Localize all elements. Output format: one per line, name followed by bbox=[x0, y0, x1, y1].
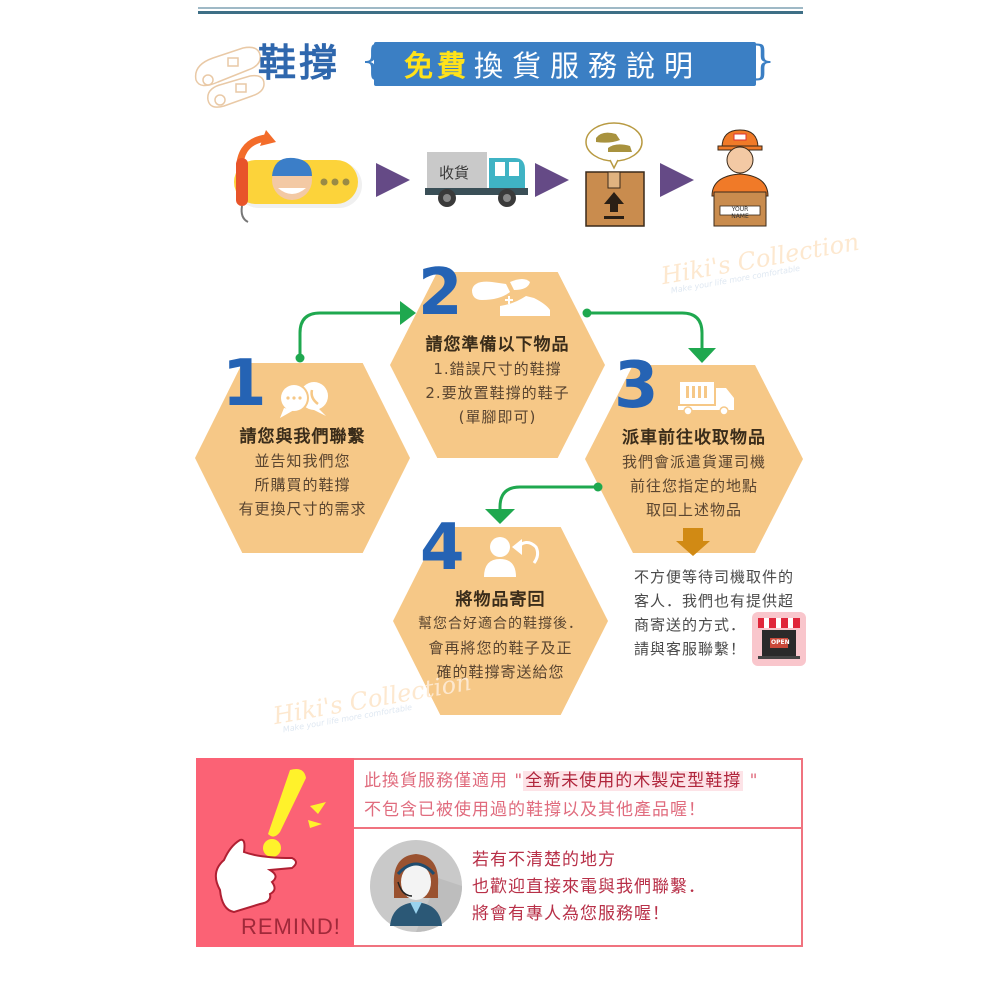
courier-box-label: YOUR NAME bbox=[731, 206, 749, 220]
note-line-1: 不方便等待司機取件的 bbox=[634, 568, 795, 586]
title-banner: 免費 換貨服務說明 bbox=[374, 42, 756, 86]
courier-icon: YOUR NAME bbox=[706, 126, 774, 228]
step-4-hexagon bbox=[393, 527, 608, 715]
step-2-text: 請您準備以下物品 1.錯誤尺寸的鞋撐 2.要放置鞋撐的鞋子 (單腳即可) bbox=[390, 333, 605, 429]
package-icon bbox=[585, 122, 645, 227]
remind-prefix: 此換貨服務僅適用 " bbox=[364, 771, 524, 791]
connector-2-to-3 bbox=[587, 311, 704, 348]
step-3-line-1: 我們會派遣貨運司機 bbox=[621, 453, 766, 471]
connector-1-to-2 bbox=[298, 311, 402, 358]
remind-label: REMIND! bbox=[241, 914, 341, 939]
courier-figure-icon bbox=[711, 129, 769, 227]
return-user-icon bbox=[484, 537, 540, 577]
note-line-2: 客人．我們也有提供超 bbox=[634, 592, 795, 610]
step-1-line-1: 並告知我們您 bbox=[254, 452, 351, 470]
top-rule-dark bbox=[198, 11, 803, 14]
step-4-line-3: 確的鞋撐寄送給您 bbox=[436, 663, 565, 681]
step-3-line-2: 前往您指定的地點 bbox=[629, 477, 758, 495]
step-1-line-2: 所購買的鞋撐 bbox=[254, 476, 351, 494]
step-1-title: 請您與我們聯繫 bbox=[239, 427, 366, 447]
pickup-truck-icon: 收貨 bbox=[425, 150, 528, 212]
delivery-truck-icon bbox=[678, 382, 734, 416]
convenience-store-icon: OPEN bbox=[752, 612, 806, 666]
step-1-number: 1 bbox=[222, 347, 267, 421]
remind-highlight: 全新未使用的木製定型鞋撐 bbox=[523, 771, 744, 791]
contact-line-2: 也歡迎直接來電與我們聯繫． bbox=[472, 877, 706, 897]
remind-suffix: " bbox=[743, 771, 759, 791]
step-3-number: 3 bbox=[614, 349, 659, 423]
step-3-title: 派車前往收取物品 bbox=[622, 428, 766, 448]
step-4-line-1: 幫您合好適合的鞋撐後． bbox=[418, 616, 583, 632]
page-title: 鞋撐 bbox=[258, 41, 341, 85]
flow-arrow-2 bbox=[535, 163, 569, 197]
top-rule-light bbox=[198, 7, 803, 9]
step-2-line-3: (單腳即可) bbox=[458, 408, 537, 426]
remind-divider bbox=[354, 827, 803, 829]
banner-subtitle: 換貨服務說明 bbox=[474, 49, 703, 83]
step-1-text: 請您與我們聯繫 並告知我們您 所購買的鞋撐 有更換尺寸的需求 bbox=[195, 425, 410, 521]
chat-phone-icon bbox=[279, 382, 328, 418]
store-awning-icon bbox=[758, 618, 800, 659]
remind-condition-line: 此換貨服務僅適用 "全新未使用的木製定型鞋撐 " bbox=[364, 768, 758, 794]
phone-call-icon bbox=[234, 130, 362, 223]
step-4-title: 將物品寄回 bbox=[455, 590, 546, 610]
truck-body-icon bbox=[425, 152, 528, 207]
step-3-text: 派車前往收取物品 我們會派遣貨運司機 前往您指定的地點 取回上述物品 bbox=[585, 426, 803, 522]
step-4-line-2: 會再將您的鞋子及正 bbox=[428, 639, 573, 657]
truck-label: 收貨 bbox=[439, 164, 470, 182]
pointing-hand-exclamation-icon bbox=[214, 769, 326, 914]
shoe-tree-icon bbox=[472, 279, 550, 316]
store-sign: OPEN bbox=[771, 639, 790, 646]
step-2-title: 請您準備以下物品 bbox=[425, 335, 570, 355]
step-2-number: 2 bbox=[418, 256, 463, 330]
step-3-line-3: 取回上述物品 bbox=[645, 501, 742, 519]
contact-text: 若有不清楚的地方 也歡迎直接來電與我們聯繫． 將會有專人為您服務喔！ bbox=[472, 847, 706, 928]
remind-exclusion-line: 不包含已被使用過的鞋撐以及其他產品喔！ bbox=[364, 800, 706, 820]
flow-arrow-1 bbox=[376, 163, 410, 197]
step-1-line-3: 有更換尺寸的需求 bbox=[238, 500, 367, 518]
brace-right: } bbox=[750, 38, 776, 84]
flow-arrow-3 bbox=[660, 163, 694, 197]
step-4-text: 將物品寄回 幫您合好適合的鞋撐後． 會再將您的鞋子及正 確的鞋撐寄送給您 bbox=[393, 588, 608, 684]
contact-line-1: 若有不清楚的地方 bbox=[472, 850, 616, 870]
customer-service-avatar bbox=[370, 840, 462, 932]
contact-line-3: 將會有專人為您服務喔！ bbox=[472, 904, 670, 924]
step-2-line-2: 2.要放置鞋撐的鞋子 bbox=[425, 384, 570, 402]
note-line-3: 商寄送的方式． bbox=[634, 616, 747, 634]
step-2-line-1: 1.錯誤尺寸的鞋撐 bbox=[433, 360, 562, 378]
step-2-hexagon bbox=[390, 272, 605, 458]
shoe-tree-outline-icon bbox=[194, 46, 265, 108]
store-delivery-note: 不方便等待司機取件的 客人．我們也有提供超 商寄送的方式． 請與客服聯繫！ bbox=[634, 565, 812, 661]
note-line-4: 請與客服聯繫！ bbox=[634, 640, 747, 658]
connector-3-to-4 bbox=[498, 485, 598, 510]
banner-free-text: 免費 bbox=[404, 49, 471, 83]
step-4-number: 4 bbox=[420, 511, 465, 585]
